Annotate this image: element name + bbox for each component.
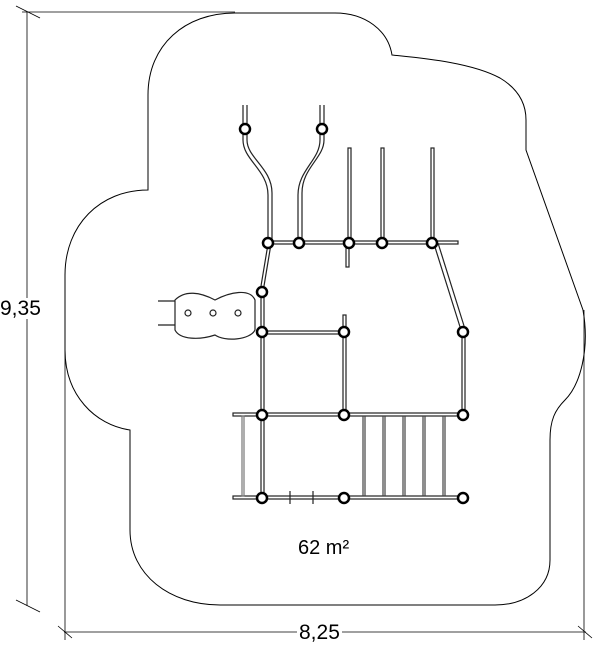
safety-zone-outline <box>64 12 586 606</box>
connectors <box>238 122 470 505</box>
area-label: 62 m² <box>298 537 350 559</box>
play-structure <box>158 105 466 504</box>
width-dimension-label: 8,25 <box>297 621 342 644</box>
height-dimension-label: 9,35 <box>0 297 41 320</box>
